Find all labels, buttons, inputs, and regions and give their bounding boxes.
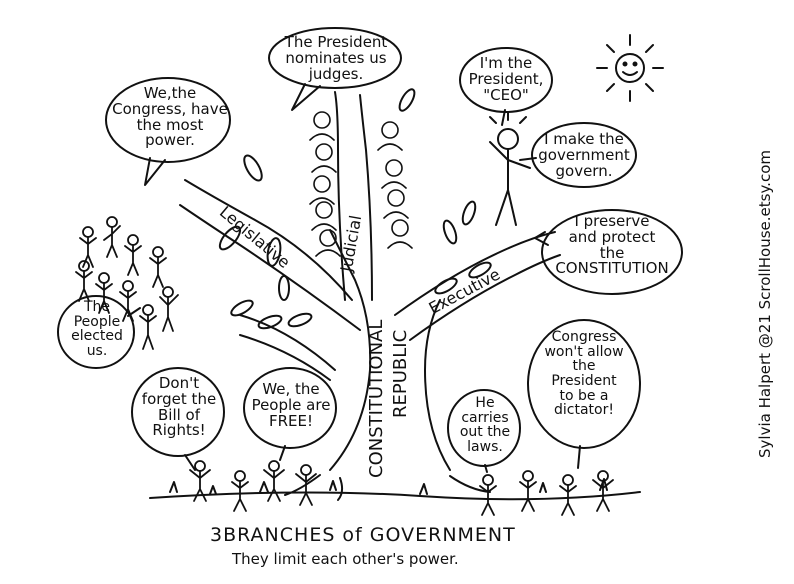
page-subtitle: They limit each other's power. <box>232 550 459 568</box>
leaf <box>398 88 416 112</box>
leaf <box>468 261 492 279</box>
bubble-ceo-text: I'm the President, "CEO" <box>464 54 548 104</box>
speech-bubbles <box>57 27 683 473</box>
leaf <box>434 277 458 295</box>
bubble-line: us. <box>86 343 108 360</box>
ground-line <box>149 491 641 501</box>
bubble-preserve <box>541 209 683 295</box>
trunk-label-republic: REPUBLIC <box>390 329 411 418</box>
bubble-line: to be a <box>559 387 609 404</box>
bubble-line: We, the <box>262 380 320 398</box>
bubble-bill-text: Don't forget the Bill of Rights! <box>136 374 222 440</box>
leaf <box>230 299 254 317</box>
bubble-elected-text: The People elected us. <box>62 300 132 359</box>
bubble-line: dictator! <box>554 402 614 419</box>
bubble-line: I preserve <box>574 212 650 230</box>
bubble-carries-text: He carries out the laws. <box>450 396 520 455</box>
grass <box>169 478 608 495</box>
trunk-label-constitutional: CONSTITUTIONAL <box>366 319 387 478</box>
bubble-line: the <box>599 243 625 262</box>
judicial-branch-right <box>359 94 373 301</box>
bubble-nominates-text: The President nominates us judges. <box>272 33 400 83</box>
bubble-line: He <box>475 395 495 411</box>
sun-icon <box>596 34 664 102</box>
bubble-line: The President <box>284 33 388 51</box>
bubble-line: forget the <box>141 389 217 408</box>
bubble-line: Bill of <box>157 405 201 424</box>
bubble-line: govern. <box>555 161 613 180</box>
bubble-carries <box>447 389 521 467</box>
leaf <box>218 225 242 251</box>
bubble-free <box>243 367 337 449</box>
bubble-congress-wont <box>527 319 641 449</box>
bubble-govern <box>531 122 637 188</box>
small-branch-left <box>239 314 336 371</box>
bubble-line: won't allow <box>544 343 624 360</box>
bubble-line: FREE! <box>268 411 314 430</box>
bubble-line: power. <box>145 131 195 150</box>
bubble-preserve-text: I preserve and protect the CONSTITUTION <box>548 212 676 278</box>
bubble-bill <box>131 367 225 457</box>
bubble-congress-wont-text: Congress won't allow the President to be… <box>532 330 636 418</box>
bubble-line: judges. <box>308 64 364 83</box>
bubble-line: government <box>538 145 630 164</box>
bubble-line: Congress, have <box>112 99 228 118</box>
leaf <box>278 275 290 301</box>
bubble-line: "CEO" <box>483 85 529 104</box>
bubble-line: The <box>83 299 111 315</box>
leaf <box>287 312 313 328</box>
bubble-line: Rights! <box>152 421 206 440</box>
legislative-branch-bottom <box>179 204 361 331</box>
bubble-line: laws. <box>467 439 503 456</box>
bubble-line: President, <box>468 69 544 88</box>
judicial-branch-left <box>334 91 346 301</box>
president-figure <box>489 111 531 226</box>
bubble-free-text: We, the People are FREE! <box>246 380 336 430</box>
leaf <box>257 314 283 330</box>
leaf <box>243 154 263 182</box>
bubble-line: out the <box>459 424 511 441</box>
bubble-line: Don't <box>158 374 200 392</box>
bubble-line: nominates us <box>285 48 387 67</box>
bubble-line: the <box>572 358 596 375</box>
bubble-congress-text: We,the Congress, have the most power. <box>110 84 230 150</box>
small-branch-left-2 <box>239 334 331 381</box>
bubble-line: CONSTITUTION <box>555 259 669 278</box>
bubble-ceo <box>459 47 553 113</box>
bubble-nominates <box>268 27 402 89</box>
bubble-line: I'm the <box>479 54 533 72</box>
page-title: 3BRANCHES of GOVERNMENT <box>210 524 516 546</box>
leaf <box>461 200 477 226</box>
bubble-elected <box>57 295 135 369</box>
leaf <box>442 219 458 245</box>
bubble-line: People are <box>251 395 331 414</box>
judge-faces <box>309 111 413 257</box>
tree-trunk-right <box>424 299 451 471</box>
leaf <box>266 237 282 267</box>
bubble-line: the most <box>136 115 204 134</box>
stick-figures <box>75 216 614 516</box>
bubble-line: We,the <box>143 84 197 102</box>
bubble-line: People <box>73 313 121 330</box>
artist-credit: Sylvia Halpert @21 ScrollHouse.etsy.com <box>756 150 774 458</box>
bubble-govern-text: I make the government govern. <box>536 130 632 180</box>
tree-roots <box>284 474 491 501</box>
legislative-branch-top <box>184 179 353 301</box>
bubble-line: I make the <box>544 130 624 148</box>
bubble-line: carries <box>461 409 509 426</box>
bubble-line: and protect <box>568 227 656 246</box>
bubble-line: President <box>551 373 617 390</box>
bubble-line: elected <box>71 328 123 345</box>
bubble-congress <box>105 77 231 163</box>
bubble-line: Congress <box>551 329 617 345</box>
tree-trunk-left <box>329 229 372 471</box>
